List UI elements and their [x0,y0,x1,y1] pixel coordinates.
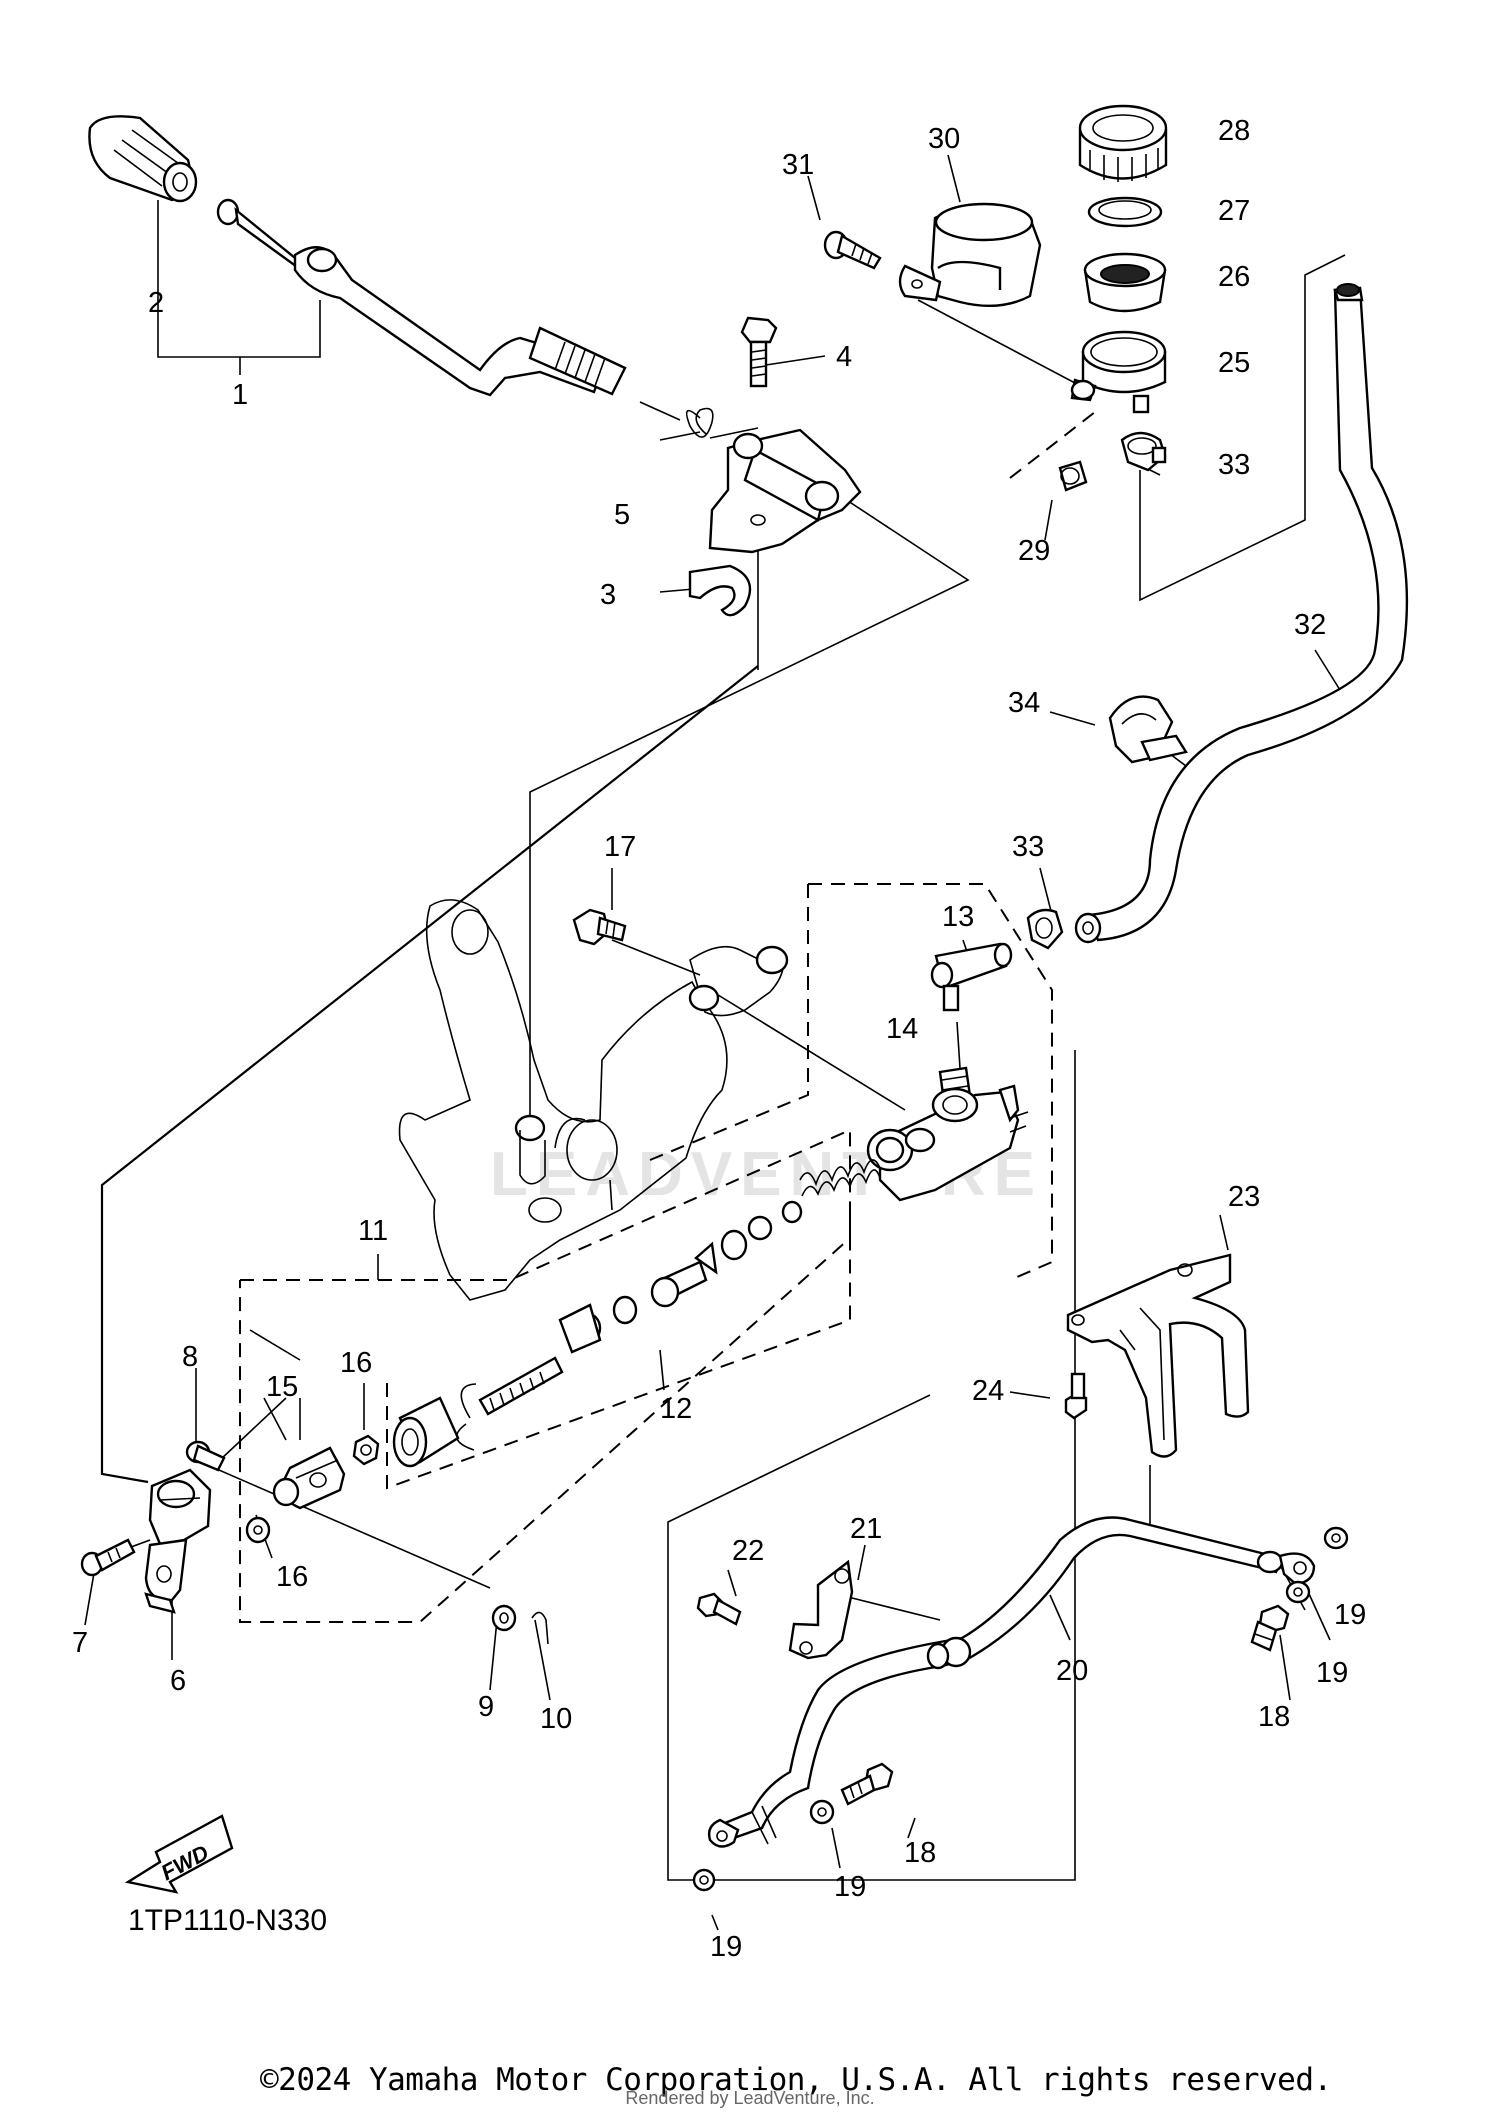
callout-numbers: 2 1 4 5 3 31 30 28 27 26 25 33 29 32 34 … [72,115,1366,1963]
callout-7: 7 [72,1627,88,1659]
callout-30: 30 [928,123,960,155]
reservoir-hose [1074,283,1409,944]
callout-26: 26 [1218,261,1250,293]
pedal-bracket [688,428,862,617]
callout-27: 27 [1218,195,1250,227]
callout-19-a: 19 [1334,1599,1366,1631]
callout-12: 12 [660,1393,692,1425]
callout-31: 31 [782,149,814,181]
callout-8: 8 [182,1341,198,1373]
callout-13: 13 [942,901,974,933]
callout-20: 20 [1056,1655,1088,1687]
callout-4: 4 [836,341,852,373]
callout-28: 28 [1218,115,1250,147]
callout-16-lower: 16 [276,1561,308,1593]
callout-6: 6 [170,1665,186,1697]
return-spring [639,401,714,441]
callout-24: 24 [972,1375,1004,1407]
holder-screw [823,230,882,270]
callout-18-b: 18 [904,1837,936,1869]
shift-pedal [216,198,627,397]
cotter-pin [531,1611,549,1645]
diaphragm-plate [1087,196,1163,228]
callout-19-c: 19 [834,1871,866,1903]
callout-25: 25 [1218,347,1250,379]
callout-33-lower: 33 [1012,831,1044,863]
reservoir-cap [1078,104,1168,182]
callout-11: 11 [358,1215,388,1247]
copper-washer-c [809,1799,835,1825]
callout-29: 29 [1018,535,1050,567]
clevis-pin [185,1440,226,1472]
callout-33-upper: 33 [1218,449,1250,481]
callout-1: 1 [232,379,248,411]
heat-protector [1066,1253,1250,1458]
render-credit: Rendered by LeadVenture, Inc. [625,2088,875,2108]
callout-22: 22 [732,1535,764,1567]
callout-18-a: 18 [1258,1701,1290,1733]
mount-bolt [572,908,627,946]
locknut-upper [352,1434,380,1466]
hose-guide-bracket [788,1559,854,1660]
callout-17: 17 [604,831,636,863]
callout-2: 2 [148,287,164,319]
callout-5: 5 [614,499,630,531]
callout-10: 10 [540,1703,572,1735]
pivot-bolt [740,316,778,388]
piston-kit [392,1159,881,1468]
shift-arm-clamp [144,1468,212,1614]
shield-bolt [1064,1372,1088,1420]
reservoir-holder [898,202,1042,307]
shift-pedal-rubber [88,115,198,203]
assembly-outlines [239,883,1053,1623]
hose-clamp-lower [1026,908,1064,950]
forward-arrow-icon: FWD [124,1814,234,1894]
callout-34: 34 [1008,687,1040,719]
union-bolt-b [840,1762,894,1806]
hose-holder-clip [1108,695,1188,764]
union-bolt-a [1250,1604,1290,1652]
clevis [272,1446,346,1510]
reservoir-tank [1070,330,1167,414]
clamp-screw [80,1538,136,1577]
copper-washer-d [692,1868,716,1892]
locknut-lower [245,1516,271,1544]
copyright-footer: ©2024 Yamaha Motor Corporation, U.S.A. A… [260,2062,1332,2098]
bracket-bolt [696,1592,742,1626]
diaphragm [1083,252,1167,313]
callout-15: 15 [266,1371,298,1403]
callout-23: 23 [1228,1181,1260,1213]
callout-21: 21 [850,1513,882,1545]
callout-14: 14 [886,1013,918,1045]
grommet [1058,460,1088,492]
hose-fitting [930,942,1013,1012]
footrest-bracket [398,899,789,1301]
callout-9: 9 [478,1691,494,1723]
callout-16-upper: 16 [340,1347,372,1379]
washer [491,1604,517,1632]
diagram-code: 1TP1110-N330 [128,1904,327,1937]
copper-washer-b [1285,1580,1311,1604]
leader-lines [84,136,1346,1931]
master-cylinder-body [866,1084,1029,1202]
callout-19-d: 19 [710,1931,742,1963]
callout-3: 3 [600,579,616,611]
callout-32: 32 [1294,609,1326,641]
callout-19-b: 19 [1316,1657,1348,1689]
brake-hose [707,1516,1316,1848]
hose-clamp-upper [1120,431,1167,472]
copper-washer-a [1323,1526,1349,1550]
